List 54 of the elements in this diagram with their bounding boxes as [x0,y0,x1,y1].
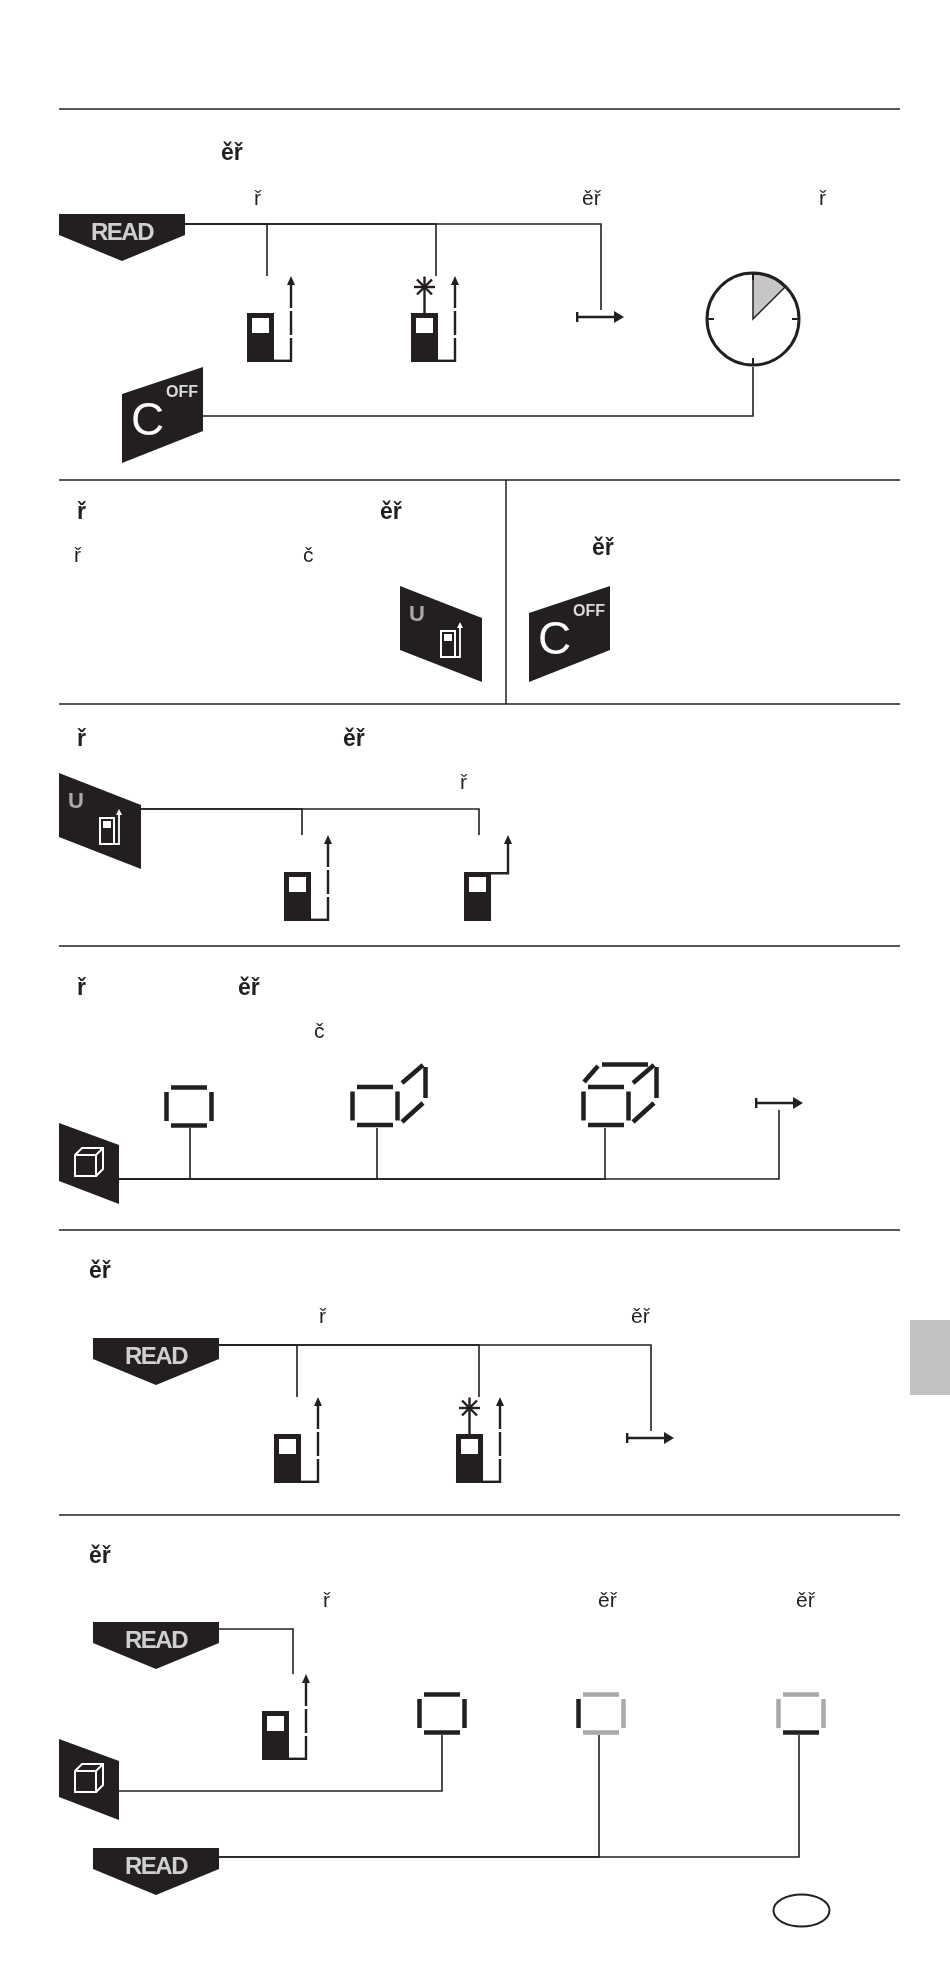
step-caption: ř [460,771,467,792]
device-icon [247,276,295,362]
section-heading: ř [77,976,86,999]
section-heading: ěř [89,1259,111,1282]
clock-icon [705,271,801,367]
square-icon [417,1692,467,1735]
cube-button [59,1123,119,1204]
cube-button [59,1739,119,1820]
section-heading: ěř [592,536,614,559]
device-top-arrow-icon [464,835,512,921]
square-icon [576,1692,626,1735]
section-heading: ěř [221,141,243,164]
device-icon [274,1397,322,1483]
step-caption: ř [323,1589,330,1610]
section-heading: ěř [89,1544,111,1567]
connector-line [202,366,754,417]
step-caption: ěř [598,1589,617,1610]
range-arrow-icon [626,1431,674,1445]
step-caption: č [314,1020,325,1041]
connector-line [184,223,602,311]
range-arrow-icon [576,310,624,324]
reference-button: U [400,586,482,682]
connector-line [218,1628,294,1675]
device-icon [262,1674,310,1760]
connector-line [140,808,480,836]
step-caption: č [303,544,314,565]
partial-cube-icon [350,1062,428,1128]
step-caption: ř [819,187,826,208]
step-caption: ěř [582,187,601,208]
connector-line [218,1344,652,1432]
square-icon [776,1692,826,1735]
square-icon [164,1085,214,1128]
section-heading: ěř [380,500,402,523]
cube-outline-icon [581,1062,659,1128]
step-caption: ěř [796,1589,815,1610]
section-heading: ěř [343,727,365,750]
step-caption: ř [254,187,261,208]
section-heading: ř [77,500,86,523]
step-caption: ř [74,544,81,565]
connector-line [118,1734,443,1792]
device-laser-icon [456,1397,504,1483]
device-laser-icon [411,276,459,362]
read-button: READ [93,1622,219,1669]
connector-line [218,1734,800,1858]
section-heading: ěř [238,976,260,999]
read-button: READ [59,214,185,261]
read-button: READ [93,1848,219,1895]
range-arrow-icon [755,1096,803,1110]
step-caption: ěř [631,1305,650,1326]
reference-button: U [59,773,141,869]
device-icon [284,835,332,921]
read-button: READ [93,1338,219,1385]
section-heading: ř [77,727,86,750]
step-caption: ř [319,1305,326,1326]
